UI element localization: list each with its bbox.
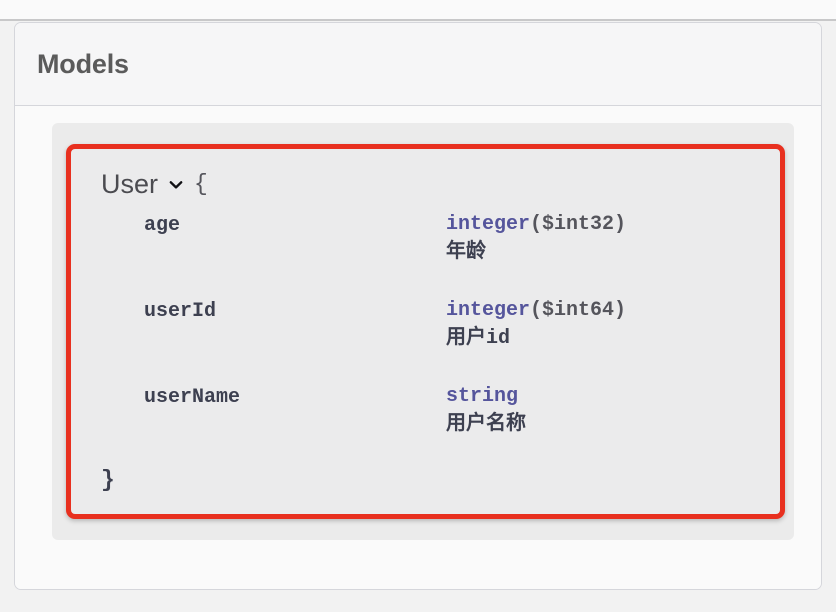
property-description: 用户名称: [446, 413, 526, 436]
property-description: 用户id: [446, 327, 511, 350]
chevron-down-icon[interactable]: [167, 176, 185, 194]
model-panel: User { age integer($int32): [52, 123, 794, 540]
model-property-list: age integer($int32) 年龄 userId integ: [101, 211, 780, 439]
models-card-header: Models: [15, 23, 821, 106]
model-property-row: age integer($int32) 年龄: [144, 211, 780, 267]
model-definition-highlight: User { age integer($int32): [66, 144, 785, 519]
property-type: string: [446, 383, 780, 410]
property-type: integer($int64): [446, 297, 780, 324]
property-details: string 用户名称: [446, 383, 780, 439]
property-type-keyword: integer: [446, 213, 531, 236]
property-details: integer($int64) 用户id: [446, 297, 780, 353]
models-card: Models User { age: [14, 22, 822, 590]
models-card-body: User { age integer($int32): [15, 106, 821, 589]
property-description: 年龄: [446, 241, 486, 264]
model-property-row: userId integer($int64) 用户id: [144, 297, 780, 353]
property-name: userName: [144, 386, 241, 409]
property-details: integer($int32) 年龄: [446, 211, 780, 267]
property-type-keyword: string: [446, 385, 519, 408]
property-type-format: ($int64): [530, 299, 627, 322]
close-brace: }: [101, 467, 115, 493]
model-name: User: [101, 169, 159, 199]
open-brace: {: [194, 171, 208, 197]
page-top-divider: [0, 19, 836, 21]
model-header-row[interactable]: User {: [101, 171, 780, 198]
property-name: age: [144, 214, 181, 237]
property-type-keyword: integer: [446, 299, 531, 322]
page-title: Models: [37, 48, 129, 79]
property-type-format: ($int32): [530, 213, 627, 236]
property-type: integer($int32): [446, 211, 780, 238]
model-property-row: userName string 用户名称: [144, 383, 780, 439]
property-name: userId: [144, 300, 217, 323]
